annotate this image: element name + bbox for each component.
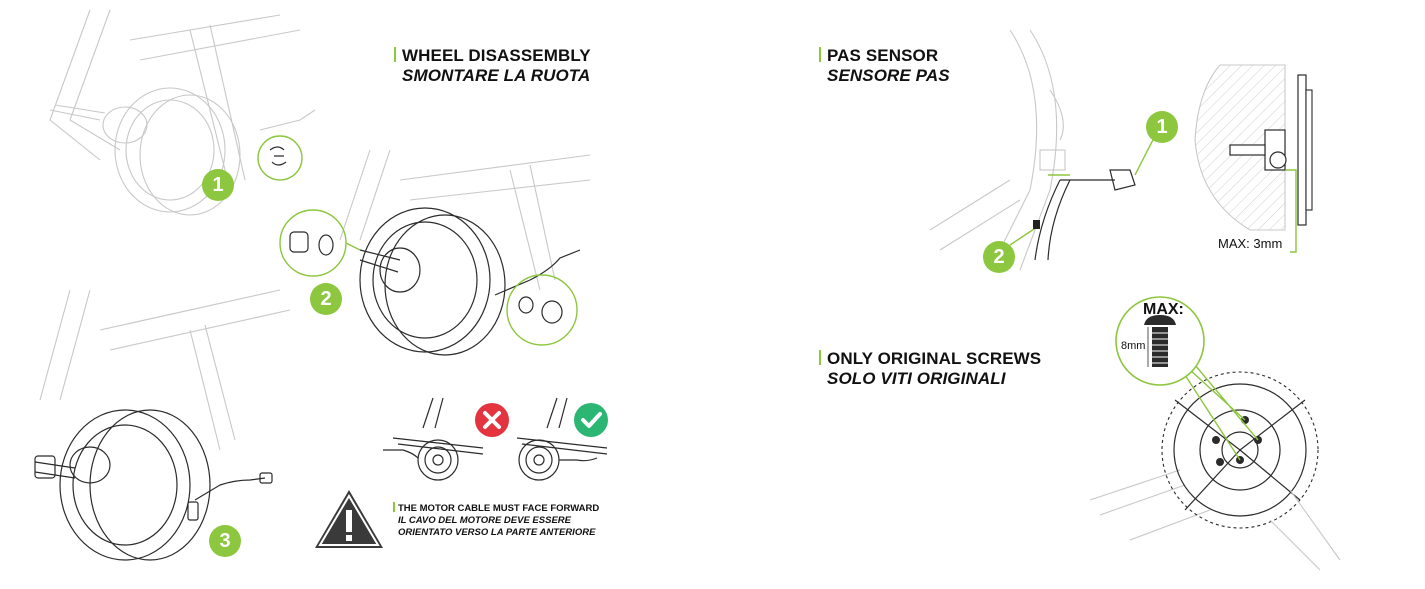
screw-length-label: 8mm: [1121, 340, 1146, 352]
pas-title: PAS SENSOR: [827, 46, 939, 65]
accent-bar: [819, 350, 821, 365]
screws-title: ONLY ORIGINAL SCREWS: [827, 349, 1042, 368]
screws-subtitle: SOLO VITI ORIGINALI: [827, 369, 1006, 388]
warning-triangle-icon: [315, 490, 383, 548]
screw-zoom-detail: [1115, 296, 1205, 386]
cable-orientation-right: [516, 397, 608, 481]
step-badge-pas-1: 1: [1146, 111, 1178, 143]
step-badge-wheel-3: 3: [209, 525, 241, 557]
step-badge-pas-2: 2: [983, 241, 1015, 273]
motor-note-line2: IL CAVO DEL MOTORE DEVE ESSERE: [398, 515, 571, 526]
wheel-figure-2: [279, 149, 591, 356]
pas-subtitle: SENSORE PAS: [827, 66, 950, 85]
wheel-subtitle: SMONTARE LA RUOTA: [402, 66, 591, 85]
x-circle-icon: [475, 403, 509, 437]
accent-bar: [393, 502, 395, 512]
accent-bar: [819, 47, 821, 62]
screws-heading: ONLY ORIGINAL SCREWS SOLO VITI ORIGINALI: [819, 349, 1041, 389]
pas-heading: PAS SENSOR SENSORE PAS: [819, 46, 950, 86]
check-circle-icon: [574, 403, 608, 437]
screw-max-label: MAX:: [1143, 301, 1184, 318]
step-badge-wheel-2: 2: [310, 283, 342, 315]
accent-bar: [394, 47, 396, 62]
brake-disc-figure: [1089, 364, 1341, 571]
cable-orientation-wrong: [383, 397, 484, 481]
wheel-figure-3: [34, 289, 291, 561]
wheel-figure-1: [49, 9, 316, 216]
pas-max-distance-label: MAX: 3mm: [1218, 236, 1283, 251]
motor-cable-note: THE MOTOR CABLE MUST FACE FORWARD IL CAV…: [393, 502, 599, 539]
motor-note-line3: ORIENTATO VERSO LA PARTE ANTERIORE: [398, 527, 596, 538]
step-badge-wheel-1: 1: [202, 169, 234, 201]
wheel-heading: WHEEL DISASSEMBLY SMONTARE LA RUOTA: [394, 46, 591, 86]
wheel-title: WHEEL DISASSEMBLY: [402, 46, 591, 65]
pas-section-detail: [1194, 64, 1313, 253]
pas-sensor-figure: [929, 29, 1159, 271]
motor-note-line1: THE MOTOR CABLE MUST FACE FORWARD: [398, 503, 600, 514]
